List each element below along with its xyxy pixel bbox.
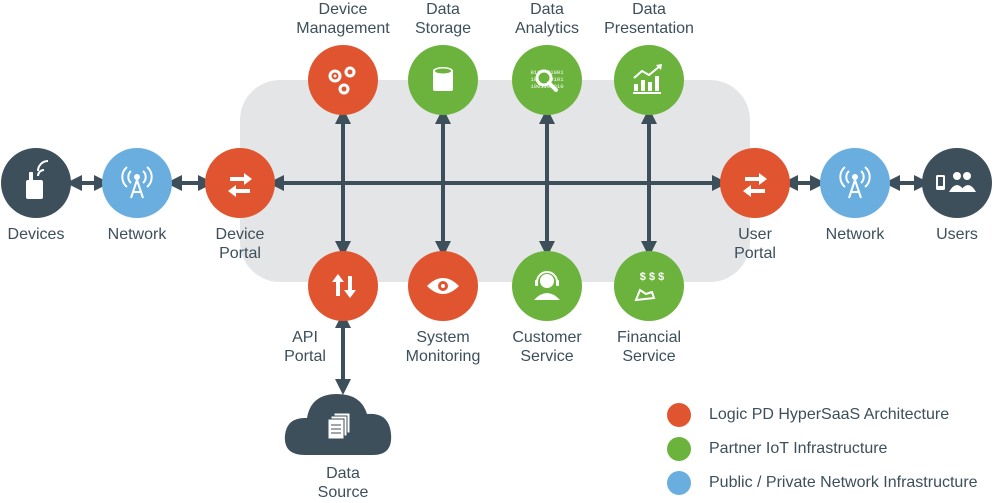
gears-icon bbox=[328, 66, 356, 95]
network-right-label: Network bbox=[825, 226, 885, 243]
user-portal-node bbox=[720, 148, 790, 218]
financial-service-node: $ $ $ bbox=[614, 251, 684, 321]
up-down-arrows-icon bbox=[332, 274, 356, 298]
legend-label: Partner IoT Infrastructure bbox=[709, 440, 888, 457]
iot-device-icon bbox=[26, 160, 49, 199]
network-left-label: Network bbox=[107, 226, 167, 243]
api-portal-node bbox=[308, 251, 378, 321]
network-right-node bbox=[820, 148, 890, 218]
data-source-node bbox=[284, 394, 392, 456]
users-node bbox=[922, 148, 992, 218]
pointing-hand-icon bbox=[634, 288, 656, 302]
device-portal-node bbox=[205, 148, 275, 218]
users-label: Users bbox=[936, 226, 978, 243]
system-monitoring-node bbox=[408, 251, 478, 321]
magnifier-icon bbox=[535, 69, 558, 92]
eye-icon bbox=[427, 278, 459, 294]
data-storage-node bbox=[408, 45, 478, 115]
documents-icon bbox=[327, 412, 351, 440]
antenna-icon bbox=[839, 166, 871, 199]
legend-label: Logic PD HyperSaaS Architecture bbox=[709, 406, 950, 423]
antenna-icon bbox=[121, 166, 153, 199]
bar-chart-icon bbox=[633, 64, 662, 94]
devices-node bbox=[1, 148, 71, 218]
legend-swatch-orange bbox=[667, 403, 691, 427]
exchange-arrows-icon bbox=[228, 173, 252, 197]
data-presentation-node bbox=[614, 45, 684, 115]
connectors bbox=[66, 108, 930, 395]
devices-label: Devices bbox=[7, 226, 65, 243]
headset-icon bbox=[534, 271, 560, 300]
exchange-arrows-icon bbox=[743, 173, 767, 197]
data-analytics-node: 0110101001 1011010101 1001101010 bbox=[512, 45, 582, 115]
device-management-node bbox=[308, 45, 378, 115]
legend-swatch-blue bbox=[667, 471, 691, 495]
users-icon bbox=[936, 172, 976, 192]
legend-swatch-green bbox=[667, 437, 691, 461]
database-icon bbox=[433, 67, 453, 91]
dollar-signs-icon: $ $ $ bbox=[640, 271, 664, 283]
customer-service-node bbox=[512, 251, 582, 321]
legend-label: Public / Private Network Infrastructure bbox=[709, 474, 978, 491]
network-left-node bbox=[102, 148, 172, 218]
analytics-digits-3: 1001101010 bbox=[530, 83, 563, 90]
